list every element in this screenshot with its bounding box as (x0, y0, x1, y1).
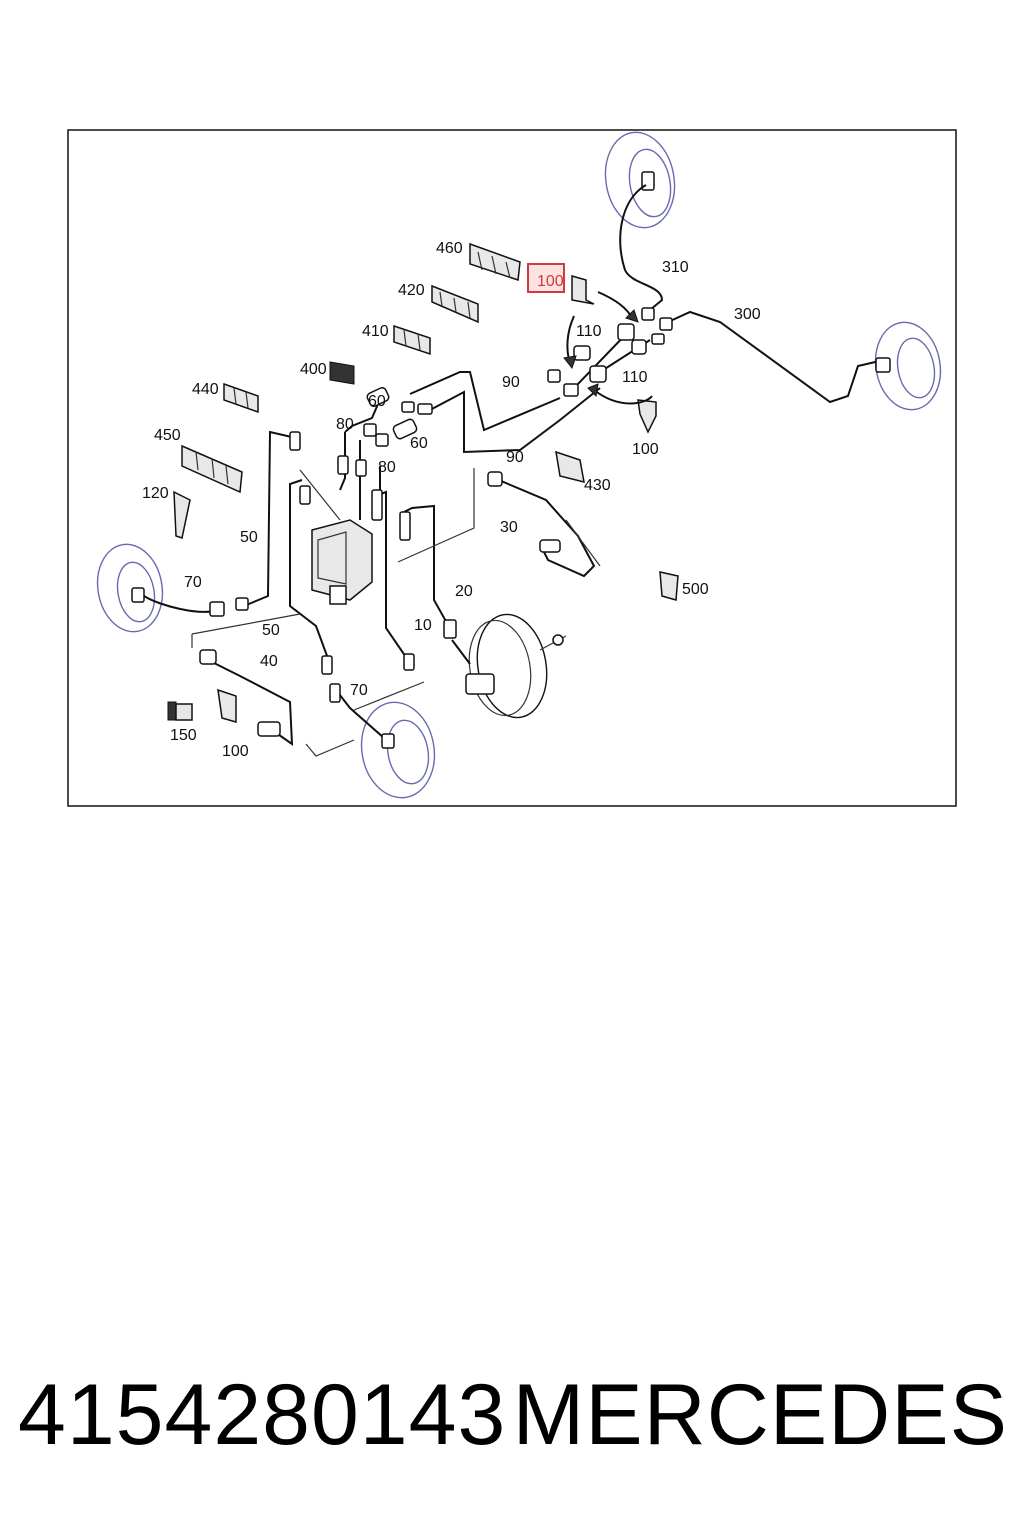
clips (167, 242, 679, 723)
callout-400: 400 (300, 361, 327, 378)
brand-name: MERCEDES (512, 1367, 1008, 1463)
callout-100-bottom: 100 (222, 743, 249, 760)
callout-450: 450 (154, 427, 181, 444)
callout-40: 40 (260, 653, 278, 670)
footer: 4154280143 MERCEDES (18, 1372, 1008, 1472)
callout-120: 120 (142, 485, 169, 502)
callout-60-lower: 60 (410, 435, 428, 452)
callout-310: 310 (662, 259, 689, 276)
callout-100-top: 100 (537, 273, 564, 290)
callout-90-lower: 90 (506, 449, 524, 466)
clip-400 (329, 361, 355, 385)
clip-440 (223, 382, 259, 414)
clip-450 (181, 444, 243, 494)
callout-30: 30 (500, 519, 518, 536)
callout-50-lower: 50 (262, 622, 280, 639)
callout-430: 430 (584, 477, 611, 494)
callout-10: 10 (414, 617, 432, 634)
callout-100-mid: 100 (632, 441, 659, 458)
callout-80-lower: 80 (378, 459, 396, 476)
callout-60-upper: 60 (368, 393, 386, 410)
callout-440: 440 (192, 381, 219, 398)
callout-70-left: 70 (184, 574, 202, 591)
callout-90-upper: 90 (502, 374, 520, 391)
bolt-150 (167, 701, 193, 721)
callout-420: 420 (398, 282, 425, 299)
callout-labels: 460 420 410 400 440 450 120 50 50 70 70 … (142, 240, 761, 760)
brake-booster (465, 613, 567, 719)
arrows (563, 291, 653, 405)
callout-500: 500 (682, 581, 709, 598)
clip-420 (431, 284, 479, 324)
wheel-front-right (874, 321, 942, 411)
clip-500 (659, 571, 679, 601)
callout-80-upper: 80 (336, 416, 354, 433)
callout-460: 460 (436, 240, 463, 257)
part-number: 4154280143 (18, 1367, 507, 1463)
fittings (131, 307, 891, 749)
bracket-100-bottom (217, 688, 237, 723)
callout-110-upper: 110 (576, 323, 602, 340)
callout-410: 410 (362, 323, 389, 340)
clip-460 (469, 242, 521, 282)
wheel-rear-right (604, 131, 676, 229)
callout-50-upper: 50 (240, 529, 258, 546)
callout-300: 300 (734, 306, 761, 323)
wheel-rear-left (360, 701, 436, 799)
callout-20: 20 (455, 583, 473, 600)
wheel-front-left (96, 543, 164, 633)
bracket-100-mid (637, 399, 657, 434)
callout-110-lower: 110 (622, 369, 648, 386)
clip-430 (555, 450, 585, 484)
callout-70-rear: 70 (350, 682, 368, 699)
callout-150: 150 (170, 727, 197, 744)
clip-410 (393, 324, 431, 356)
hydraulic-unit (299, 469, 373, 605)
highlight-box (527, 263, 565, 293)
bracket-100-top (571, 275, 595, 305)
bracket-120 (173, 490, 191, 539)
